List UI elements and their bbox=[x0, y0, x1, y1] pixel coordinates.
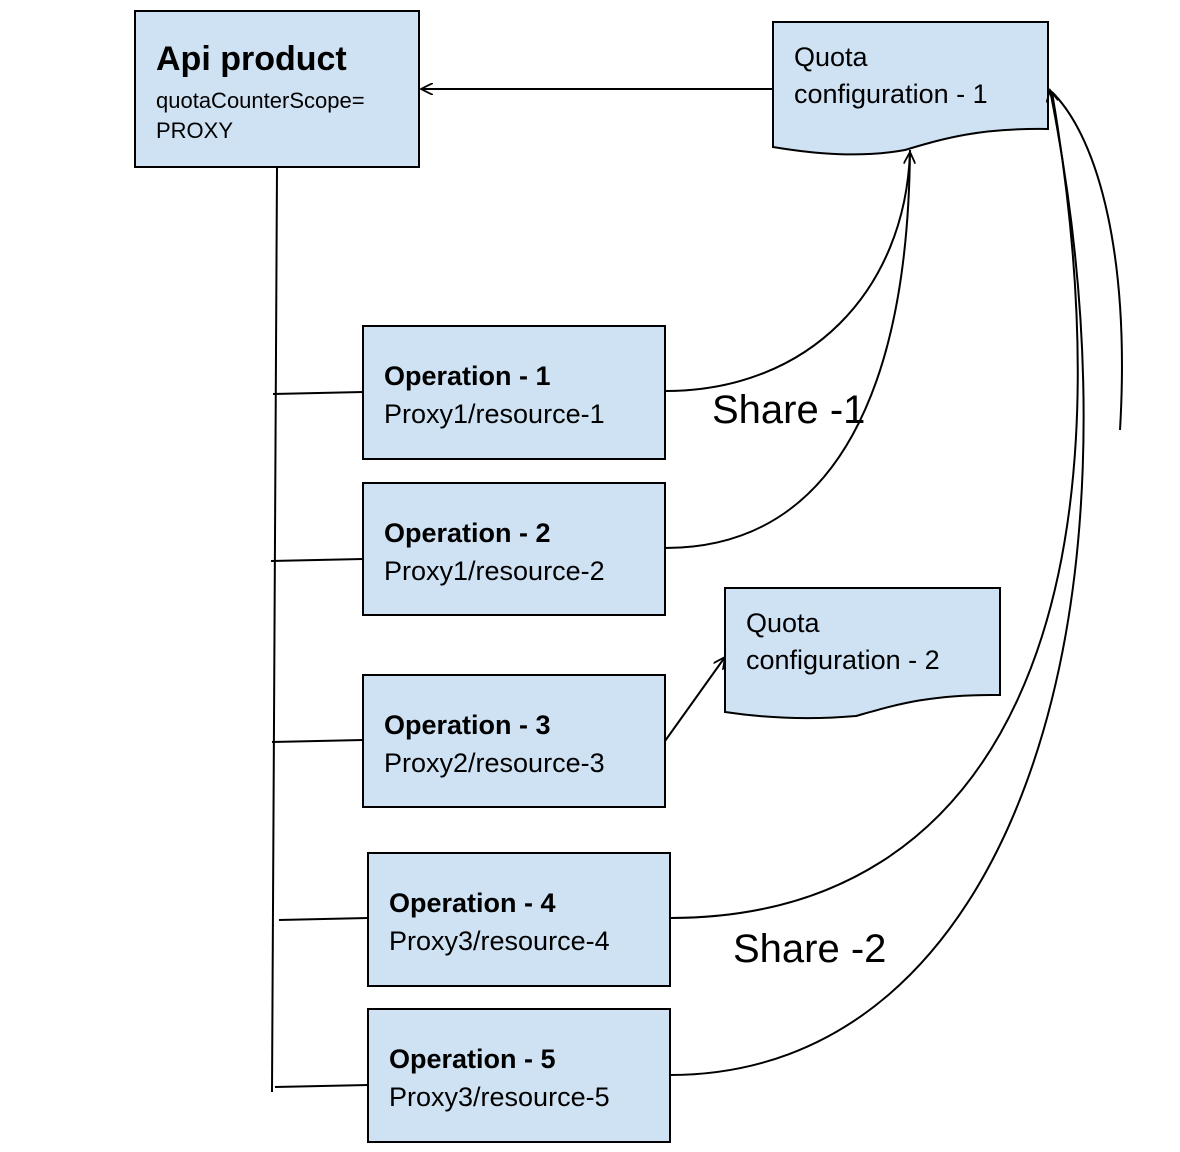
api-product-box: Api product quotaCounterScope= PROXY bbox=[134, 10, 420, 168]
operation-3-title: Operation - 3 bbox=[384, 710, 551, 740]
operation-3-box: Operation - 3 Proxy2/resource-3 bbox=[362, 674, 666, 808]
operation-3-path: Proxy2/resource-3 bbox=[384, 748, 605, 778]
operation-1-box: Operation - 1 Proxy1/resource-1 bbox=[362, 325, 666, 460]
operation-4-title: Operation - 4 bbox=[389, 888, 556, 918]
operation-5-title: Operation - 5 bbox=[389, 1044, 556, 1074]
connector-share-2-return bbox=[1051, 91, 1123, 431]
connector-op-2-quota-1 bbox=[664, 149, 911, 549]
quota-config-1-line2: configuration - 1 bbox=[794, 79, 988, 109]
connector-op-3-quota-2 bbox=[664, 657, 725, 742]
trunk-line bbox=[271, 167, 278, 1093]
quota-config-2-line1: Quota bbox=[746, 608, 820, 638]
operation-4-box: Operation - 4 Proxy3/resource-4 bbox=[367, 852, 671, 987]
operation-1-title: Operation - 1 bbox=[384, 361, 551, 391]
operation-4-path: Proxy3/resource-4 bbox=[389, 926, 610, 956]
connector-op-5-quota-1 bbox=[669, 90, 1085, 1076]
quota-config-2-label: Quota configuration - 2 bbox=[746, 605, 940, 679]
branch-op-3 bbox=[271, 739, 364, 743]
quota-config-1-label: Quota configuration - 1 bbox=[794, 39, 988, 113]
operation-5-path: Proxy3/resource-5 bbox=[389, 1082, 610, 1112]
operation-2-title: Operation - 2 bbox=[384, 518, 551, 548]
quota-counter-scope-value: PROXY bbox=[156, 118, 234, 143]
branch-op-1 bbox=[272, 391, 364, 395]
branch-op-4 bbox=[278, 917, 369, 921]
quota-counter-scope-key: quotaCounterScope= bbox=[156, 88, 365, 113]
quota-config-1-line1: Quota bbox=[794, 42, 868, 72]
quota-counter-scope: quotaCounterScope= PROXY bbox=[156, 86, 406, 146]
quota-config-1-shape bbox=[772, 21, 1049, 156]
operation-5-box: Operation - 5 Proxy3/resource-5 bbox=[367, 1008, 671, 1143]
operation-2-path: Proxy1/resource-2 bbox=[384, 556, 605, 586]
branch-op-5 bbox=[274, 1084, 369, 1088]
operation-1-path: Proxy1/resource-1 bbox=[384, 399, 605, 429]
branch-op-2 bbox=[270, 558, 364, 562]
share-1-label: Share -1 bbox=[712, 388, 866, 432]
operation-2-box: Operation - 2 Proxy1/resource-2 bbox=[362, 482, 666, 616]
connector-op-4-quota-1 bbox=[669, 91, 1079, 919]
quota-config-2-shape bbox=[724, 587, 1001, 720]
share-2-label: Share -2 bbox=[733, 927, 887, 971]
connector-op-1-quota-1 bbox=[664, 152, 910, 392]
quota-config-2-line2: configuration - 2 bbox=[746, 645, 940, 675]
api-product-title: Api product bbox=[156, 40, 347, 78]
